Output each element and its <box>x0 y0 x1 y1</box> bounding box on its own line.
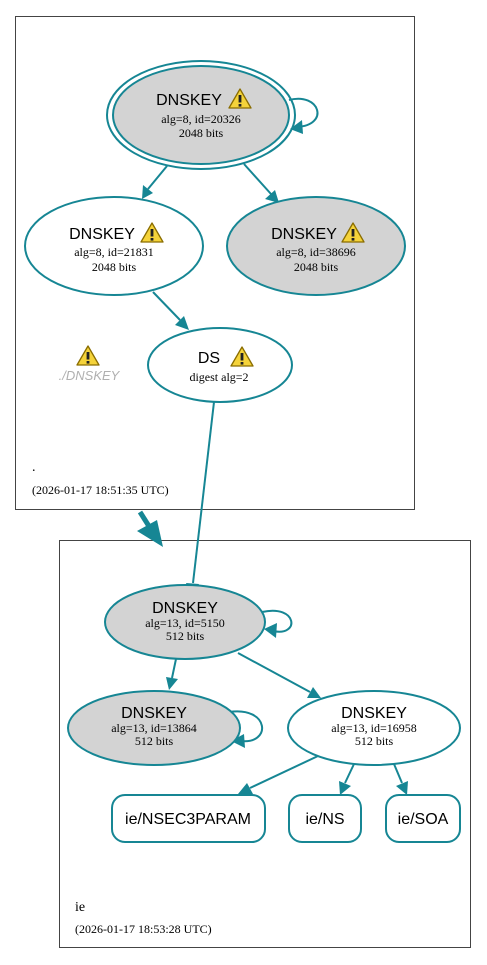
node-root-ksk-line1: alg=8, id=20326 <box>161 112 241 126</box>
node-root-zsk1[interactable]: DNSKEY alg=8, id=21831 2048 bits <box>24 196 204 296</box>
edge-ie-key2-self <box>228 710 264 743</box>
edge-ie-ksk-self <box>261 609 293 633</box>
node-root-ksk-outer-ring <box>106 60 296 170</box>
zone-root-box <box>15 16 415 510</box>
node-root-zsk2-title: DNSKEY <box>271 226 337 243</box>
node-root-ksk-title: DNSKEY <box>156 92 222 109</box>
edge-zone-delegation-arrow <box>137 520 163 547</box>
node-ds-title: DS <box>198 350 220 367</box>
zone-ie-timestamp: (2026-01-17 18:53:28 UTC) <box>75 922 212 936</box>
node-ie-soa[interactable]: ie/SOA <box>385 794 461 843</box>
edge-ie-zsk-to-soa-arrow <box>396 781 408 795</box>
edge-ie-ksk-self-arrow <box>264 623 277 638</box>
edge-ie-zsk-to-nsec3param <box>249 755 319 789</box>
edge-ie-zsk-to-nsec3param-arrow <box>238 783 253 794</box>
node-ie-zsk-line2: 512 bits <box>355 734 394 748</box>
node-root-zsk1-line2: 2048 bits <box>92 260 137 274</box>
edge-ie-ksk-to-zsk <box>237 652 311 693</box>
node-ds-shape <box>147 327 293 403</box>
node-root-ksk[interactable]: DNSKEY alg=8, id=20326 2048 bits <box>106 60 296 170</box>
node-ie-zsk-shape <box>287 690 461 766</box>
node-ie-key2-shape <box>67 690 241 766</box>
edge-root-zsk1-to-ds-arrow <box>175 316 189 330</box>
edge-root-ksk-to-zsk1 <box>147 165 168 190</box>
node-ie-key2-line1: alg=13, id=13864 <box>111 721 197 735</box>
node-root-zsk2-line2: 2048 bits <box>294 260 339 274</box>
node-ghost-dnskey-label: ./DNSKEY <box>59 368 121 383</box>
node-ie-soa-title: ie/SOA <box>398 811 449 828</box>
edge-root-ksk-to-zsk1-arrow <box>142 185 153 199</box>
edge-ie-ksk-to-key2-arrow <box>166 677 178 690</box>
node-root-zsk1-line1: alg=8, id=21831 <box>74 245 154 259</box>
zone-ie-box <box>59 540 471 948</box>
edge-root-zsk1-to-ds <box>152 291 181 321</box>
node-ie-ksk-title: DNSKEY <box>152 600 218 617</box>
node-root-zsk1-title: DNSKEY <box>69 226 135 243</box>
node-ie-zsk[interactable]: DNSKEY alg=13, id=16958 512 bits <box>287 690 461 766</box>
node-ie-key2-title: DNSKEY <box>121 705 187 722</box>
warning-triangle-icon <box>76 345 100 366</box>
node-ds-line1: digest alg=2 <box>189 370 248 384</box>
edge-root-ksk-to-zsk2-arrow <box>265 190 279 203</box>
node-ds[interactable]: DS digest alg=2 <box>147 327 293 403</box>
node-root-zsk2-line1: alg=8, id=38696 <box>276 245 356 259</box>
edge-ds-to-ie-ksk <box>192 401 215 584</box>
node-root-zsk1-shape <box>24 196 204 296</box>
node-ie-nsec3param-title: ie/NSEC3PARAM <box>125 811 251 828</box>
node-ghost-dnskey: ./DNSKEY <box>59 345 121 383</box>
node-ie-nsec3param-shape <box>111 794 266 843</box>
node-root-ksk-line2: 2048 bits <box>179 126 224 140</box>
node-ie-zsk-title: DNSKEY <box>341 705 407 722</box>
edge-root-ksk-self <box>288 97 319 128</box>
edge-ie-ksk-to-zsk-arrow <box>307 687 321 698</box>
node-ie-ksk[interactable]: DNSKEY alg=13, id=5150 512 bits <box>104 584 266 660</box>
edge-ie-ksk-to-key2 <box>171 658 177 679</box>
edge-root-ksk-self-arrow <box>290 120 303 134</box>
node-ie-key2-line2: 512 bits <box>135 734 174 748</box>
edge-ie-zsk-to-ns-arrow <box>339 781 351 795</box>
edge-ie-zsk-to-ns <box>344 763 355 784</box>
edge-ie-key2-self-arrow <box>231 734 245 748</box>
node-ie-zsk-line1: alg=13, id=16958 <box>331 721 417 735</box>
node-root-zsk2-shape <box>226 196 406 296</box>
zone-root-label: . <box>32 460 36 475</box>
node-ie-ksk-shape <box>104 584 266 660</box>
edge-ie-zsk-to-soa <box>393 763 403 784</box>
node-ie-soa-shape <box>385 794 461 843</box>
zone-root-timestamp: (2026-01-17 18:51:35 UTC) <box>32 483 169 497</box>
node-ie-ksk-line2: 512 bits <box>166 629 205 643</box>
zone-ie-label: ie <box>75 900 85 915</box>
node-ie-key2[interactable]: DNSKEY alg=13, id=13864 512 bits <box>67 690 241 766</box>
edge-root-ksk-to-zsk2 <box>243 163 272 195</box>
node-ie-ns-shape <box>288 794 362 843</box>
node-ie-nsec3param[interactable]: ie/NSEC3PARAM <box>111 794 266 843</box>
node-ie-ksk-line1: alg=13, id=5150 <box>145 616 225 630</box>
node-ie-ns[interactable]: ie/NS <box>288 794 362 843</box>
node-root-ksk-shape <box>112 65 290 165</box>
node-root-zsk2[interactable]: DNSKEY alg=8, id=38696 2048 bits <box>226 196 406 296</box>
node-ie-ns-title: ie/NS <box>305 811 344 828</box>
